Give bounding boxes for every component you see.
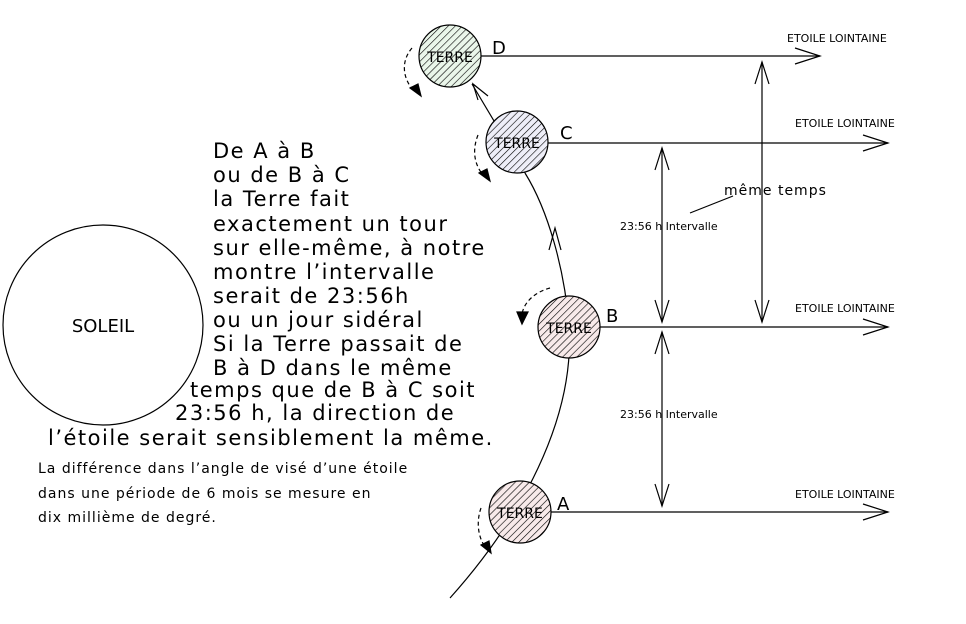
earth-a: TERRE A: [477, 480, 570, 555]
text-line: De A à B: [213, 139, 316, 163]
sun: SOLEIL: [2, 224, 204, 426]
text-line: B à D dans le même: [213, 356, 453, 380]
star-label-b: ETOILE LOINTAINE: [795, 302, 895, 315]
orbit-arrow-icon: [471, 82, 489, 101]
earth-d: TERRE D: [403, 24, 506, 98]
text-line: montre l’intervalle: [213, 260, 435, 284]
earth-b: TERRE B: [516, 287, 618, 359]
sun-label: SOLEIL: [72, 316, 134, 337]
rotation-arrow-icon: [521, 287, 551, 315]
position-letter: C: [560, 123, 573, 144]
position-letter: B: [606, 306, 618, 327]
rotation-arrow-icon: [403, 47, 416, 93]
note-line: dans une période de 6 mois se mesure en: [38, 486, 371, 502]
interval-arrows: [654, 60, 770, 508]
orbit-arrow-icon: [548, 225, 562, 251]
note-line: La différence dans l’angle de visé d’une…: [38, 461, 408, 477]
earth-label: TERRE: [493, 136, 540, 152]
text-line: l’étoile serait sensiblement la même.: [48, 426, 494, 450]
interval-label-bottom: 23:56 h Intervalle: [620, 408, 718, 421]
earth-c: TERRE C: [474, 110, 573, 183]
text-line: la Terre fait: [213, 187, 350, 211]
text-line: ou de B à C: [213, 163, 351, 187]
same-time-label: même temps: [724, 183, 827, 199]
main-explanation: De A à B ou de B à C la Terre fait exact…: [48, 139, 494, 450]
text-line: temps que de B à C soit: [190, 378, 476, 402]
text-line: 23:56 h, la direction de: [175, 401, 455, 425]
text-line: exactement un tour: [213, 212, 448, 236]
earth-label: TERRE: [496, 506, 543, 522]
note-line: dix millième de degré.: [38, 510, 217, 526]
rotation-arrow-icon: [477, 507, 487, 549]
text-line: serait de 23:56h: [213, 284, 410, 308]
interval-label-top: 23:56 h Intervalle: [620, 220, 718, 233]
text-line: ou un jour sidéral: [213, 308, 424, 332]
text-line: Si la Terre passait de: [213, 332, 463, 356]
position-letter: D: [492, 38, 506, 59]
star-label-d: ETOILE LOINTAINE: [787, 32, 887, 45]
note: La différence dans l’angle de visé d’une…: [38, 461, 408, 526]
star-label-a: ETOILE LOINTAINE: [795, 488, 895, 501]
position-letter: A: [557, 494, 570, 515]
text-line: sur elle-même, à notre: [213, 236, 486, 260]
earth-label: TERRE: [426, 50, 473, 66]
star-label-c: ETOILE LOINTAINE: [795, 117, 895, 130]
sight-lines: [481, 47, 890, 521]
earth-label: TERRE: [545, 321, 592, 337]
rotation-arrow-icon: [474, 134, 485, 177]
